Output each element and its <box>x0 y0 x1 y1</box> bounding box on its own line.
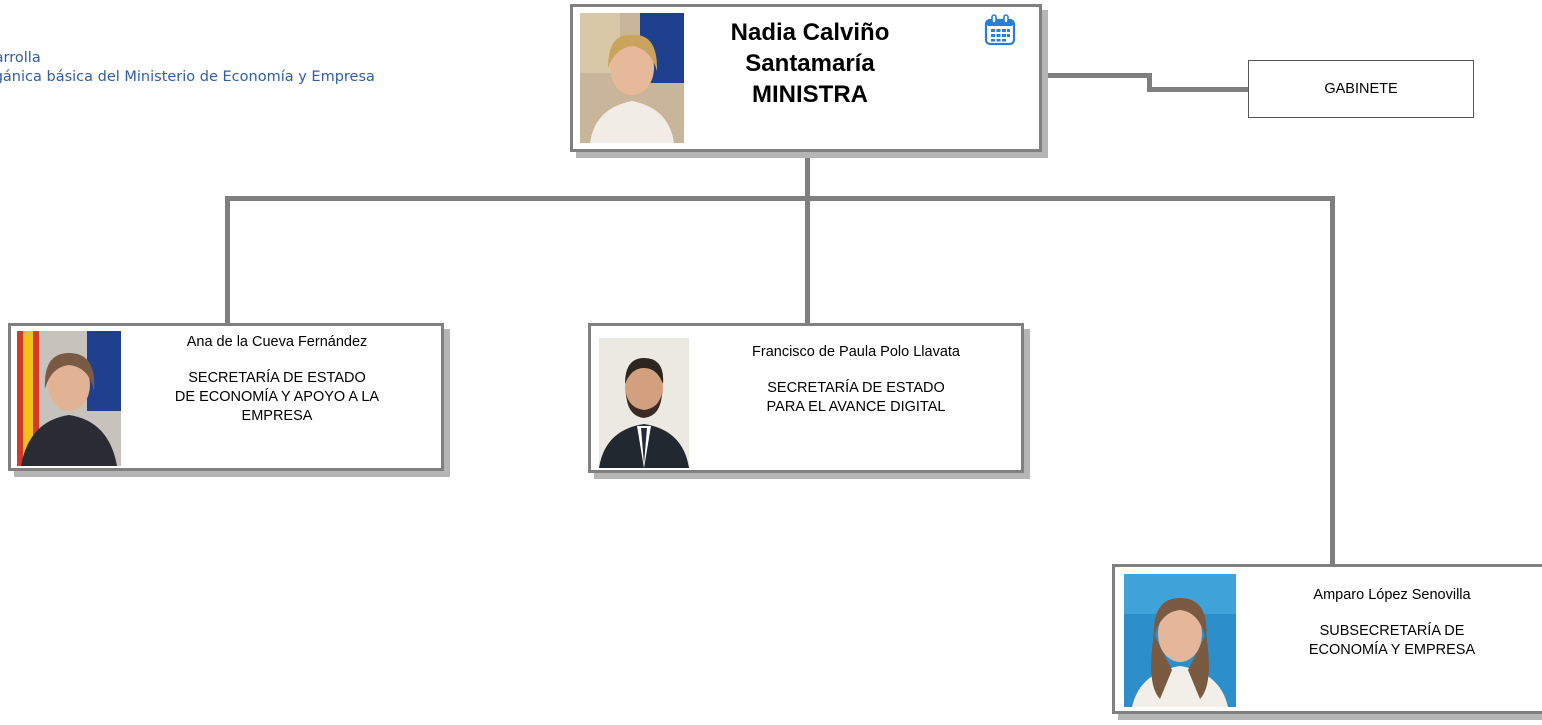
minister-name-line2: Santamaría <box>745 50 875 77</box>
unit-role-economia-line1: SECRETARÍA DE ESTADO <box>188 370 366 386</box>
unit-role-avance-digital-line1: SECRETARÍA DE ESTADO <box>767 380 945 396</box>
connector-minister-down <box>805 152 810 200</box>
connector-right-down <box>1330 196 1335 568</box>
unit-role-avance-digital-line2: PARA EL AVANCE DIGITAL <box>766 399 946 415</box>
unit-box-avance-digital[interactable]: Francisco de Paula Polo Llavata SECRETAR… <box>588 323 1024 473</box>
gabinete-box[interactable]: GABINETE <box>1248 60 1474 118</box>
unit-role-economia-line3: EMPRESA <box>241 408 313 424</box>
connector-horizontal <box>225 196 1335 201</box>
unit-person-economia: Ana de la Cueva Fernández <box>186 334 368 350</box>
minister-title: Nadia Calviño Santamaría MINISTRA <box>685 17 935 110</box>
minister-name-line1: Nadia Calviño <box>730 19 890 46</box>
unit-text-subsecretaria: Amparo López Senovilla SUBSECRETARÍA DE … <box>1237 586 1542 660</box>
connector-left-down <box>225 196 230 326</box>
connector-gabinete-h1 <box>1040 73 1152 78</box>
unit-photo-avance-digital <box>599 338 689 468</box>
gabinete-label: GABINETE <box>1324 81 1398 97</box>
decree-text: Real Decreto 1046/2018, de 24 de agosto … <box>0 49 420 87</box>
unit-person-avance-digital: Francisco de Paula Polo Llavata <box>752 344 960 360</box>
decree-line-1: Real Decreto 1046/2018, de 24 de agosto … <box>0 50 41 66</box>
unit-text-avance-digital: Francisco de Paula Polo Llavata SECRETAR… <box>706 343 1006 417</box>
connector-gabinete-h2 <box>1147 87 1248 92</box>
unit-box-subsecretaria[interactable]: Amparo López Senovilla SUBSECRETARÍA DE … <box>1112 564 1542 714</box>
minister-photo <box>580 13 684 143</box>
unit-role-subsecretaria-line2: ECONOMÍA Y EMPRESA <box>1308 642 1476 658</box>
connector-center-down <box>805 196 810 326</box>
unit-text-economia: Ana de la Cueva Fernández SECRETARÍA DE … <box>126 333 428 426</box>
unit-photo-subsecretaria <box>1124 574 1236 707</box>
unit-role-avance-digital: SECRETARÍA DE ESTADO PARA EL AVANCE DIGI… <box>706 379 1006 417</box>
unit-photo-economia <box>17 331 121 466</box>
unit-box-economia[interactable]: Ana de la Cueva Fernández SECRETARÍA DE … <box>8 323 444 471</box>
minister-box[interactable]: Nadia Calviño Santamaría MINISTRA <box>570 4 1042 152</box>
unit-role-subsecretaria-line1: SUBSECRETARÍA DE <box>1319 623 1465 639</box>
decree-line-2: la estructura orgánica básica del Minist… <box>0 69 375 85</box>
minister-role: MINISTRA <box>752 81 868 108</box>
unit-role-economia-line2: DE ECONOMÍA Y APOYO A LA <box>174 389 380 405</box>
unit-role-economia: SECRETARÍA DE ESTADO DE ECONOMÍA Y APOYO… <box>126 369 428 426</box>
calendar-icon[interactable] <box>983 13 1017 47</box>
unit-role-subsecretaria: SUBSECRETARÍA DE ECONOMÍA Y EMPRESA <box>1237 622 1542 660</box>
connector-gabinete-v <box>1147 73 1152 92</box>
unit-person-subsecretaria: Amparo López Senovilla <box>1313 587 1471 603</box>
